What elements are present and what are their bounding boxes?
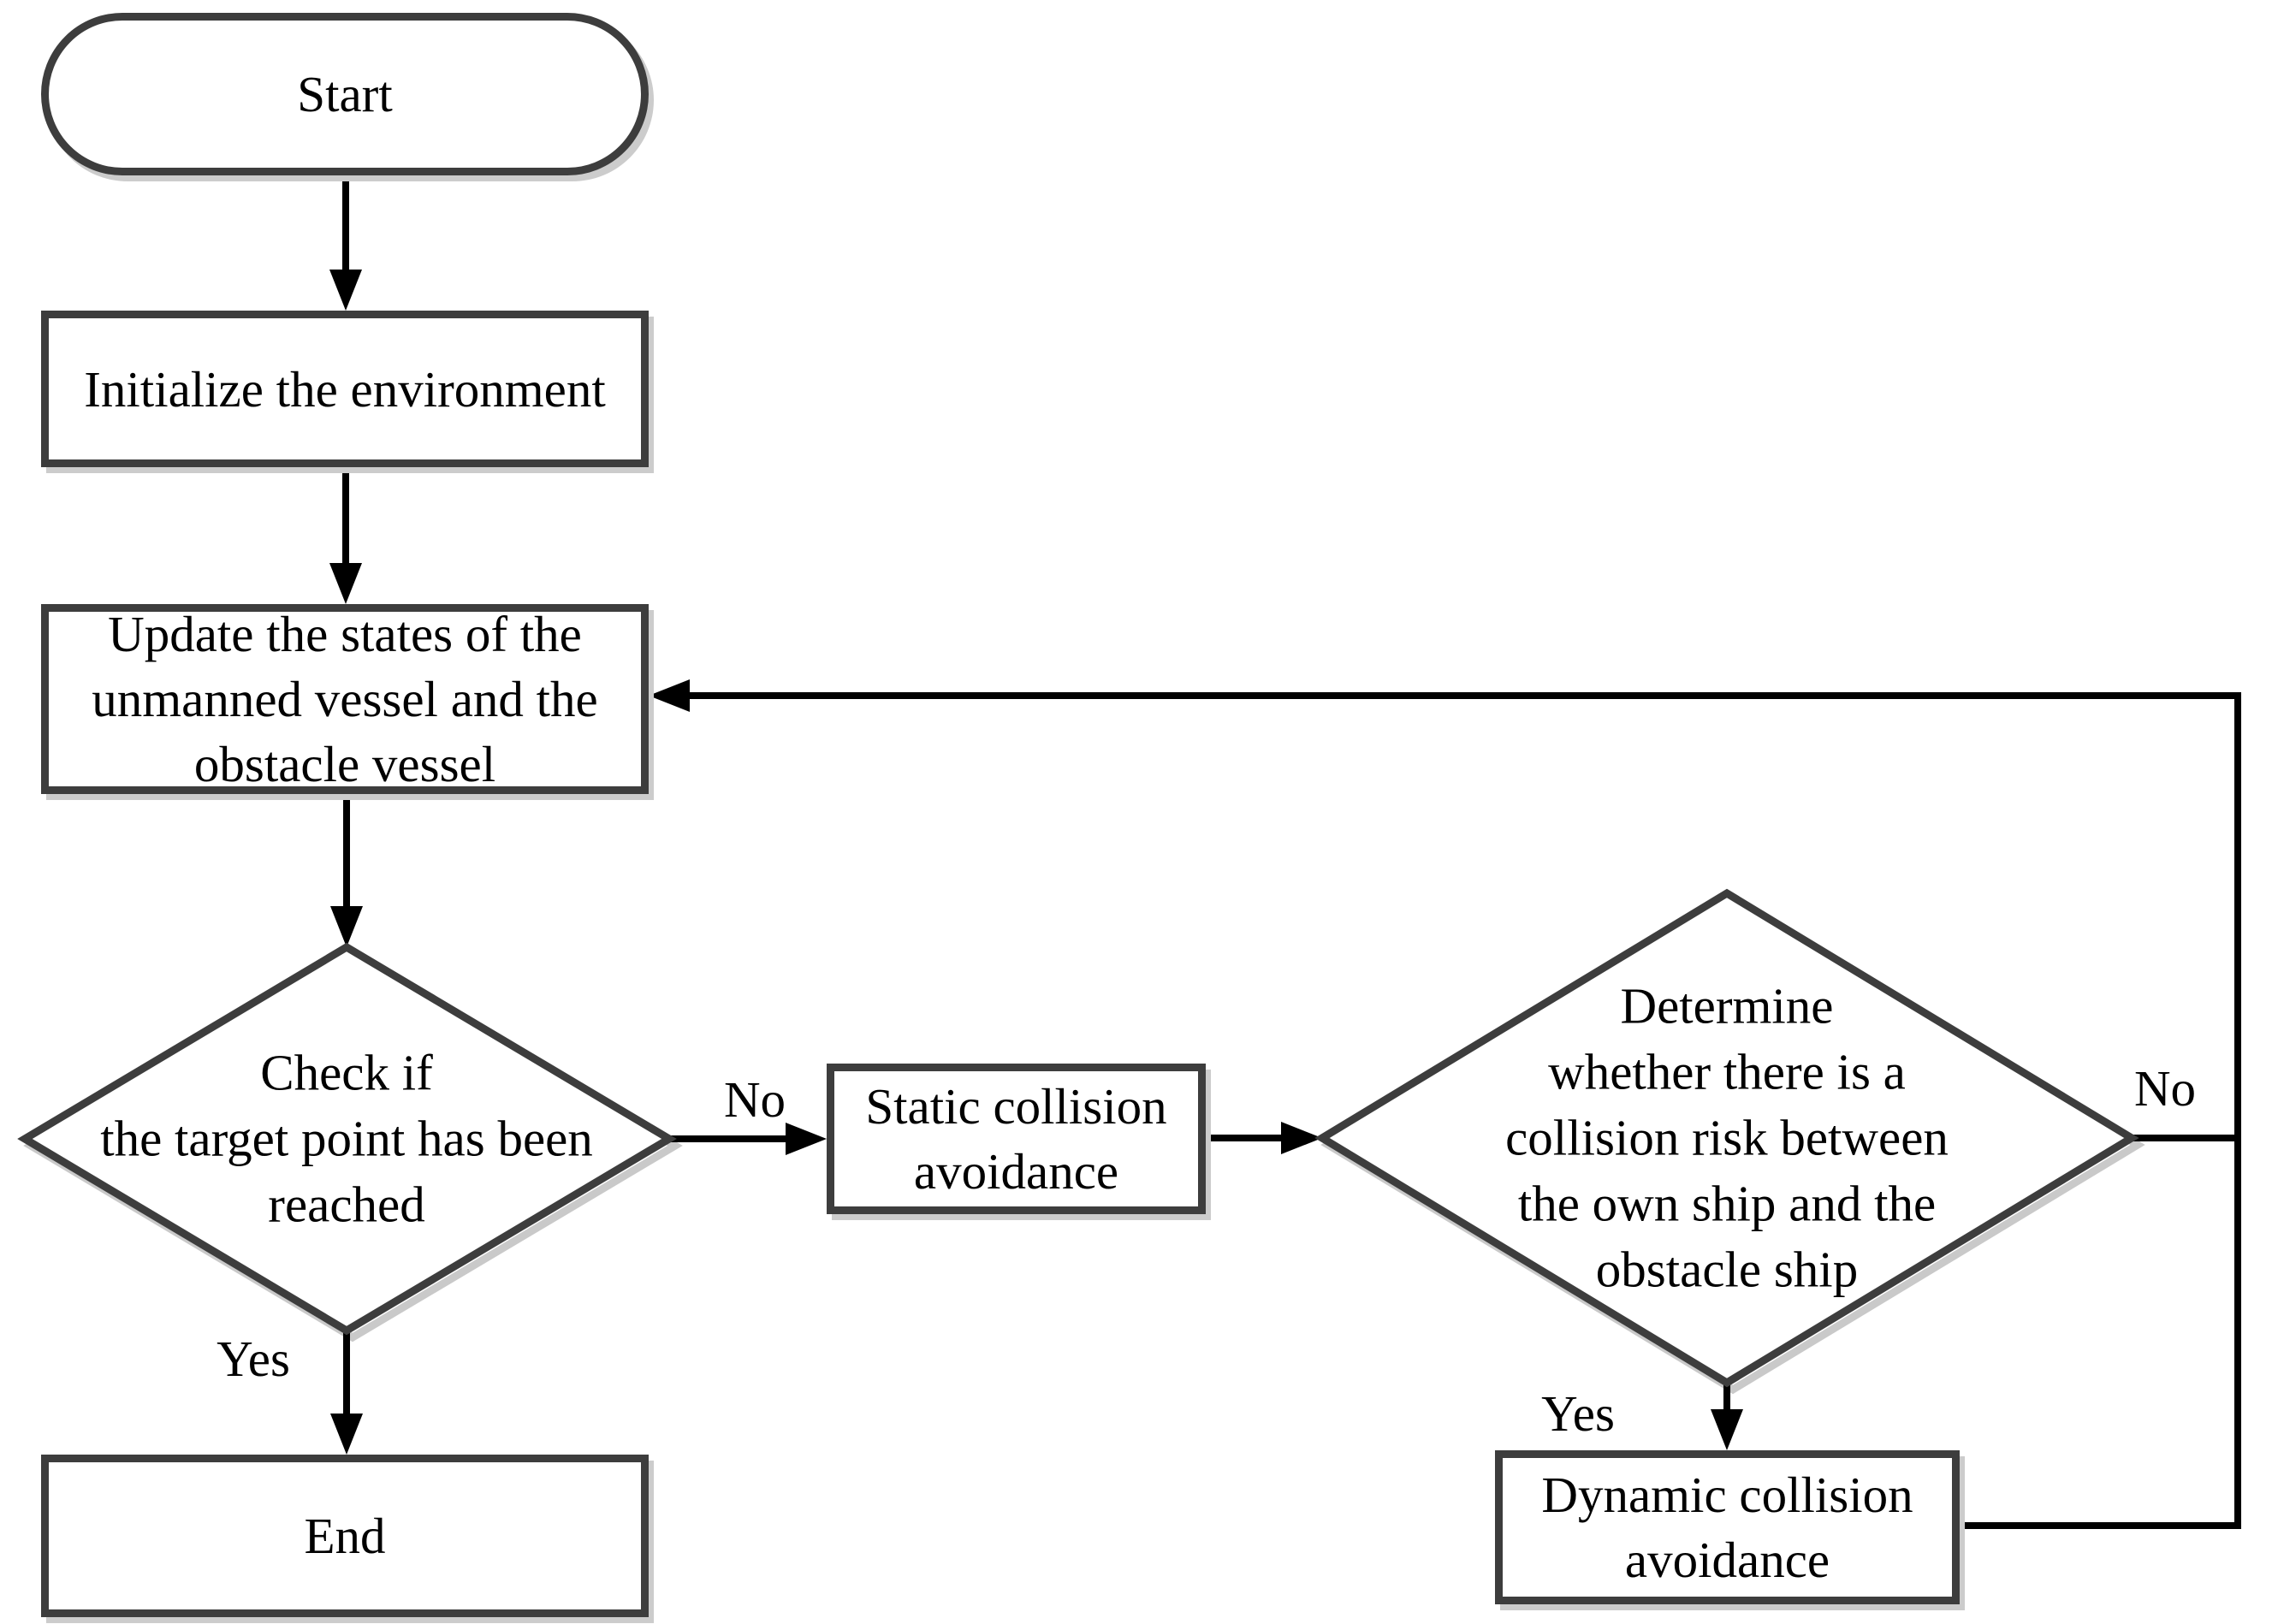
arrowhead-check-risk-yes-to-dynamic <box>1711 1409 1743 1450</box>
arrowhead-static-to-check-risk <box>1281 1122 1322 1154</box>
arrowhead-loop-back-to-update <box>649 679 690 712</box>
edge-label-check-target-yes: Yes <box>217 1331 290 1387</box>
arrowhead-initialize-to-update <box>329 563 362 604</box>
edge-loop-back-to-update <box>690 692 2241 1529</box>
arrowhead-check-target-no-to-static <box>786 1123 827 1155</box>
edge-label-check-risk-yes: Yes <box>1541 1385 1615 1442</box>
node-static-collision-avoidance: Static collision avoidance <box>827 1064 1206 1214</box>
arrowhead-check-target-yes-to-end <box>330 1414 363 1455</box>
decision-check-target-shape <box>17 942 677 1336</box>
node-initialize-environment: Initialize the environment <box>41 311 649 467</box>
arrowhead-start-to-initialize <box>329 270 362 311</box>
node-dynamic-collision-avoidance: Dynamic collision avoidance <box>1495 1450 1960 1604</box>
node-update-states: Update the states of the unmanned vessel… <box>41 604 649 794</box>
node-end: End <box>41 1455 649 1617</box>
decision-check-target-label: Check if the target point has been reach… <box>100 1044 593 1233</box>
decision-check-risk-shape <box>1314 888 2139 1388</box>
arrowhead-update-to-check-target <box>330 906 363 947</box>
edge-label-check-risk-no: No <box>2133 1060 2197 1117</box>
node-start: Start <box>41 13 649 175</box>
decision-check-risk-label: Determine whether there is a collision r… <box>1505 977 1949 1298</box>
edge-label-check-target-no: No <box>723 1071 786 1128</box>
